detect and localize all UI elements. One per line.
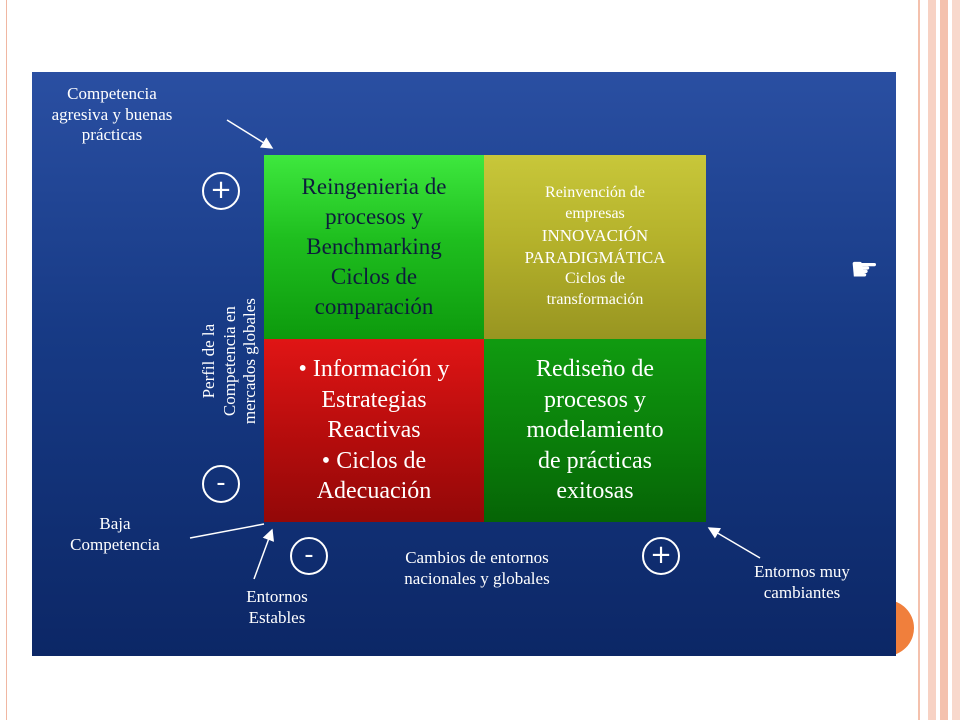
quadrant-text: INNOVACIÓN	[541, 225, 649, 245]
right-border-stripe	[940, 0, 948, 720]
x-axis-label: Cambios de entornos nacionales y globale…	[362, 548, 592, 589]
label-line: Entornos	[246, 587, 308, 606]
plus-icon-y-axis: +	[202, 172, 240, 210]
quadrant-text: PARADIGMÁTICA	[524, 248, 666, 267]
line-baja-competencia	[189, 523, 265, 539]
plus-icon-x-axis: +	[642, 537, 680, 575]
quadrant-text: procesos y	[325, 204, 423, 230]
quadrant-top-right: Reinvención de empresas INNOVACIÓN PARAD…	[484, 155, 706, 339]
label-line: agresiva y buenas	[51, 104, 173, 124]
label-competencia-agresiva: Competencia agresiva y buenas prácticas	[32, 84, 192, 146]
label-entornos-estables: Entornos Estables	[212, 587, 342, 628]
quadrant-text: Reinvención de	[545, 184, 645, 202]
quadrant-text: transformación	[546, 290, 644, 308]
quadrant-text: empresas	[565, 205, 625, 223]
right-border-stripe	[918, 0, 920, 720]
quadrant-bottom-left: • Información y Estrategias Reactivas • …	[264, 339, 484, 522]
quadrant-text: Reingenieria de	[301, 174, 447, 200]
minus-icon-x-axis: -	[290, 537, 328, 575]
quadrant-text: • Información y	[298, 356, 450, 383]
quadrant-text: de prácticas	[538, 447, 652, 474]
label-line: Entornos muy	[754, 562, 850, 581]
quadrant-text: exitosas	[556, 478, 634, 505]
label-line: Estables	[248, 607, 306, 627]
quadrant-top-left: Reingenieria de procesos y Benchmarking …	[264, 155, 484, 339]
arrows-layer	[189, 119, 761, 580]
quadrant-text: Estrategias	[321, 386, 427, 413]
label-line: prácticas	[81, 125, 143, 145]
quadrant-text: Adecuación	[316, 478, 432, 505]
quadrant-text: Ciclos de	[330, 263, 418, 289]
quadrant-text: modelamiento	[526, 417, 664, 444]
x-axis-line: nacionales y globales	[404, 568, 550, 588]
x-axis-line: Cambios de entornos	[405, 548, 549, 567]
quadrant-text: comparación	[314, 293, 434, 319]
pointing-hand-icon: ☛	[850, 250, 879, 288]
diagram-panel: Competencia agresiva y buenas prácticas …	[32, 72, 896, 656]
label-line: Competencia	[67, 84, 157, 103]
right-border-stripe	[928, 0, 936, 720]
left-border-line	[6, 0, 7, 720]
quadrant-text: Ciclos de	[565, 270, 625, 288]
arrow-entornos-cambiantes	[707, 527, 761, 559]
label-line: Baja	[99, 514, 131, 533]
quadrant-text: • Ciclos de	[321, 447, 427, 474]
arrow-entornos-estables	[253, 528, 275, 580]
quadrant-bottom-right: Rediseño de procesos y modelamiento de p…	[484, 339, 706, 522]
quadrant-text: procesos y	[544, 386, 646, 413]
quadrant-text: Reactivas	[327, 417, 421, 444]
quadrant-text: Benchmarking	[306, 234, 442, 260]
label-entornos-cambiantes: Entornos muy cambiantes	[722, 562, 882, 603]
label-line: Competencia	[70, 534, 160, 554]
label-line: cambiantes	[763, 582, 841, 602]
minus-icon-y-axis: -	[202, 465, 240, 503]
label-baja-competencia: Baja Competencia	[40, 514, 190, 555]
arrow-to-top-left	[226, 119, 274, 149]
quadrant-text: Rediseño de	[536, 356, 654, 383]
right-border-stripe	[952, 0, 960, 720]
